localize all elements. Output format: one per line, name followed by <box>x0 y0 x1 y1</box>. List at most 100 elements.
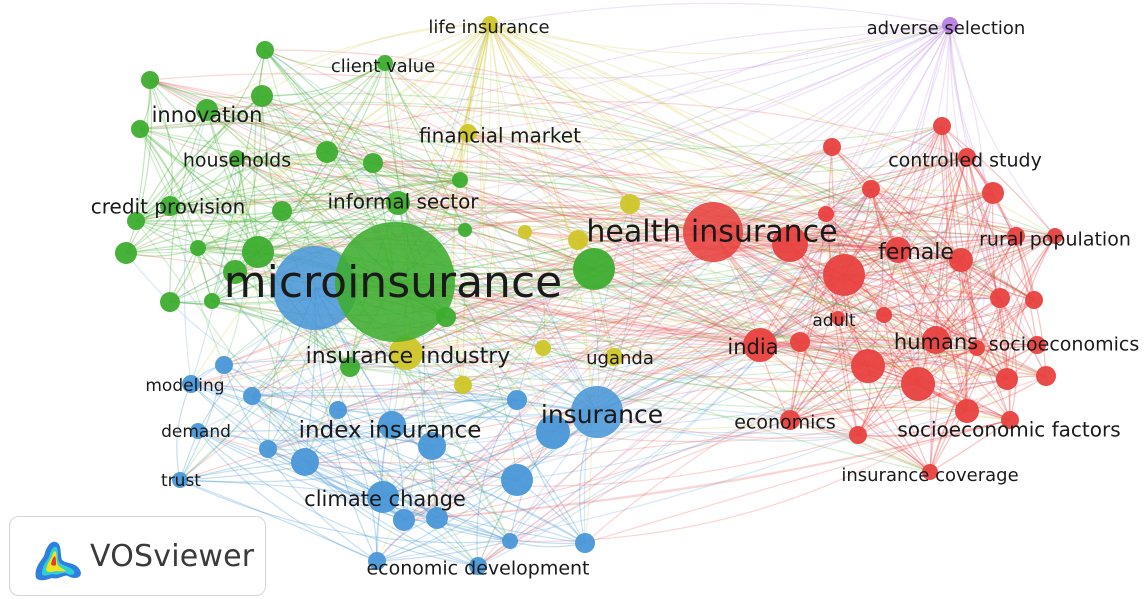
credit-provision-node[interactable] <box>160 196 180 216</box>
health-insurance-label[interactable]: health insurance <box>586 215 837 250</box>
term-node[interactable] <box>115 242 137 264</box>
socioeconomics-node[interactable] <box>1028 336 1046 354</box>
controlled-study-label[interactable]: controlled study <box>888 150 1042 172</box>
term-node[interactable] <box>501 464 533 496</box>
term-node[interactable] <box>518 225 532 239</box>
term-node[interactable] <box>272 201 292 221</box>
term-node[interactable] <box>901 367 935 401</box>
microinsurance-node[interactable] <box>335 222 455 342</box>
term-node[interactable] <box>573 248 615 290</box>
insurance-node[interactable] <box>571 386 623 438</box>
informal-sector-node[interactable] <box>386 191 410 215</box>
credit-provision-label[interactable]: credit provision <box>91 195 246 219</box>
index-insurance-node[interactable] <box>378 411 406 439</box>
life-insurance-label[interactable]: life insurance <box>428 17 549 38</box>
term-node[interactable] <box>223 260 247 284</box>
modeling-label[interactable]: modeling <box>145 376 224 396</box>
term-node[interactable] <box>368 552 386 570</box>
insurance-coverage-node[interactable] <box>922 464 938 480</box>
households-label[interactable]: households <box>183 150 291 172</box>
rural-population-label[interactable]: rural population <box>979 229 1131 251</box>
economic-development-label[interactable]: economic development <box>366 558 589 580</box>
term-node[interactable] <box>535 340 551 356</box>
term-node[interactable] <box>620 194 640 214</box>
controlled-study-node[interactable] <box>958 148 976 166</box>
uganda-node[interactable] <box>605 348 623 366</box>
term-node[interactable] <box>340 357 360 377</box>
insurance-label[interactable]: insurance <box>541 400 663 429</box>
climate-change-node[interactable] <box>367 481 399 513</box>
economic-development-node[interactable] <box>469 557 487 575</box>
term-node[interactable] <box>316 141 338 163</box>
insurance-coverage-label[interactable]: insurance coverage <box>841 465 1018 486</box>
term-node[interactable] <box>851 349 885 383</box>
demand-label[interactable]: demand <box>161 422 231 442</box>
term-node[interactable] <box>418 432 446 460</box>
adverse-selection-label[interactable]: adverse selection <box>867 18 1026 39</box>
term-node[interactable] <box>452 172 468 188</box>
term-node[interactable] <box>190 240 206 256</box>
term-node[interactable] <box>862 180 880 198</box>
term-node[interactable] <box>876 307 892 323</box>
term-node[interactable] <box>568 230 588 250</box>
term-node[interactable] <box>933 117 951 135</box>
socioeconomics-label[interactable]: socioeconomics <box>989 334 1139 356</box>
financial-market-node[interactable] <box>459 124 477 142</box>
insurance-industry-label[interactable]: insurance industry <box>306 344 511 369</box>
trust-node[interactable] <box>172 472 188 488</box>
informal-sector-label[interactable]: informal sector <box>327 190 479 214</box>
term-node[interactable] <box>823 254 865 296</box>
female-node[interactable] <box>885 237 911 263</box>
term-node[interactable] <box>329 401 347 419</box>
term-node[interactable] <box>969 340 985 356</box>
rural-population-node[interactable] <box>1047 228 1063 244</box>
term-node[interactable] <box>393 509 415 531</box>
term-node[interactable] <box>363 153 383 173</box>
client-value-node[interactable] <box>377 55 393 71</box>
adult-label[interactable]: adult <box>812 311 856 331</box>
term-node[interactable] <box>291 448 319 476</box>
modeling-node[interactable] <box>182 375 200 393</box>
term-node[interactable] <box>426 507 448 529</box>
term-node[interactable] <box>256 41 274 59</box>
term-node[interactable] <box>204 293 220 309</box>
india-node[interactable] <box>743 328 777 362</box>
term-node[interactable] <box>536 415 570 449</box>
socioeconomic-factors-node[interactable] <box>955 399 979 423</box>
innovation-node[interactable] <box>196 99 218 121</box>
term-node[interactable] <box>242 236 274 268</box>
humans-label[interactable]: humans <box>894 330 978 354</box>
term-node[interactable] <box>507 390 527 410</box>
adverse-selection-node[interactable] <box>942 17 958 33</box>
adult-node[interactable] <box>831 311 845 325</box>
term-node[interactable] <box>818 206 834 222</box>
term-node[interactable] <box>949 248 973 272</box>
term-node[interactable] <box>1001 411 1019 429</box>
term-node[interactable] <box>160 292 180 312</box>
term-node[interactable] <box>131 120 149 138</box>
innovation-label[interactable]: innovation <box>152 103 263 127</box>
term-node[interactable] <box>1025 291 1043 309</box>
households-node[interactable] <box>229 150 245 166</box>
life-insurance-node[interactable] <box>482 16 498 32</box>
india-label[interactable]: india <box>727 335 778 359</box>
climate-change-label[interactable]: climate change <box>304 487 466 511</box>
term-node[interactable] <box>141 71 159 89</box>
term-node[interactable] <box>215 356 233 374</box>
term-node[interactable] <box>823 138 841 156</box>
uganda-label[interactable]: uganda <box>586 348 654 369</box>
term-node[interactable] <box>772 226 808 262</box>
term-node[interactable] <box>790 332 810 352</box>
socioeconomic-factors-label[interactable]: socioeconomic factors <box>897 418 1120 442</box>
term-node[interactable] <box>127 212 145 230</box>
term-node[interactable] <box>982 182 1004 204</box>
insurance-industry-node[interactable] <box>389 336 423 370</box>
health-insurance-node[interactable] <box>683 202 743 262</box>
trust-label[interactable]: trust <box>161 471 201 491</box>
term-node[interactable] <box>1036 366 1056 386</box>
female-label[interactable]: female <box>878 240 954 265</box>
term-node[interactable] <box>502 533 518 549</box>
term-node[interactable] <box>458 223 472 237</box>
client-value-label[interactable]: client value <box>331 56 435 77</box>
